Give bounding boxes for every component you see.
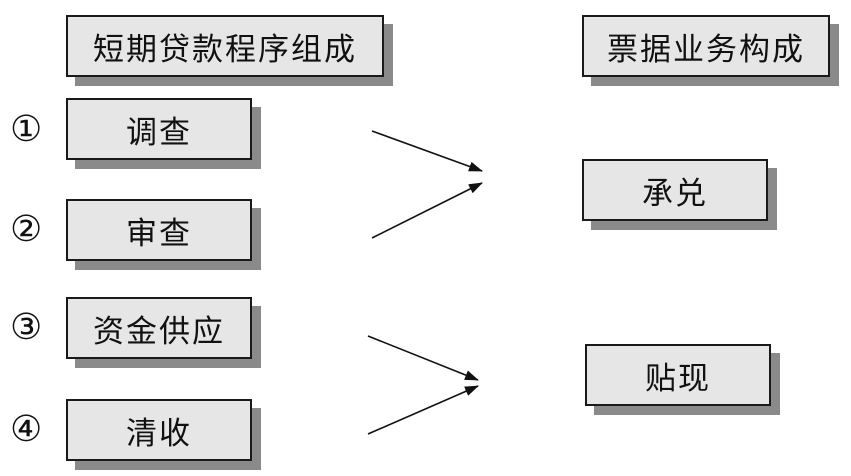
step-box-fund-supply: 资金供应 — [66, 297, 252, 359]
step-box-review: 审查 — [66, 199, 252, 261]
arrow-fund-supply-to-discount — [367, 335, 479, 381]
item-box-discount: 贴现 — [585, 344, 771, 406]
step-number-2: ② — [10, 209, 43, 250]
arrow-review-to-acceptance — [371, 182, 483, 239]
arrow-collection-to-discount — [367, 385, 479, 435]
step-number-4: ④ — [10, 409, 43, 450]
left-column-header: 短期贷款程序组成 — [66, 15, 384, 77]
arrow-investigation-to-acceptance — [371, 130, 483, 172]
step-box-investigation: 调查 — [66, 98, 252, 160]
step-number-3: ③ — [10, 307, 43, 348]
item-box-acceptance: 承兑 — [582, 159, 768, 221]
right-column-header: 票据业务构成 — [582, 15, 830, 77]
step-box-collection: 清收 — [66, 399, 252, 461]
step-number-1: ① — [10, 109, 43, 150]
